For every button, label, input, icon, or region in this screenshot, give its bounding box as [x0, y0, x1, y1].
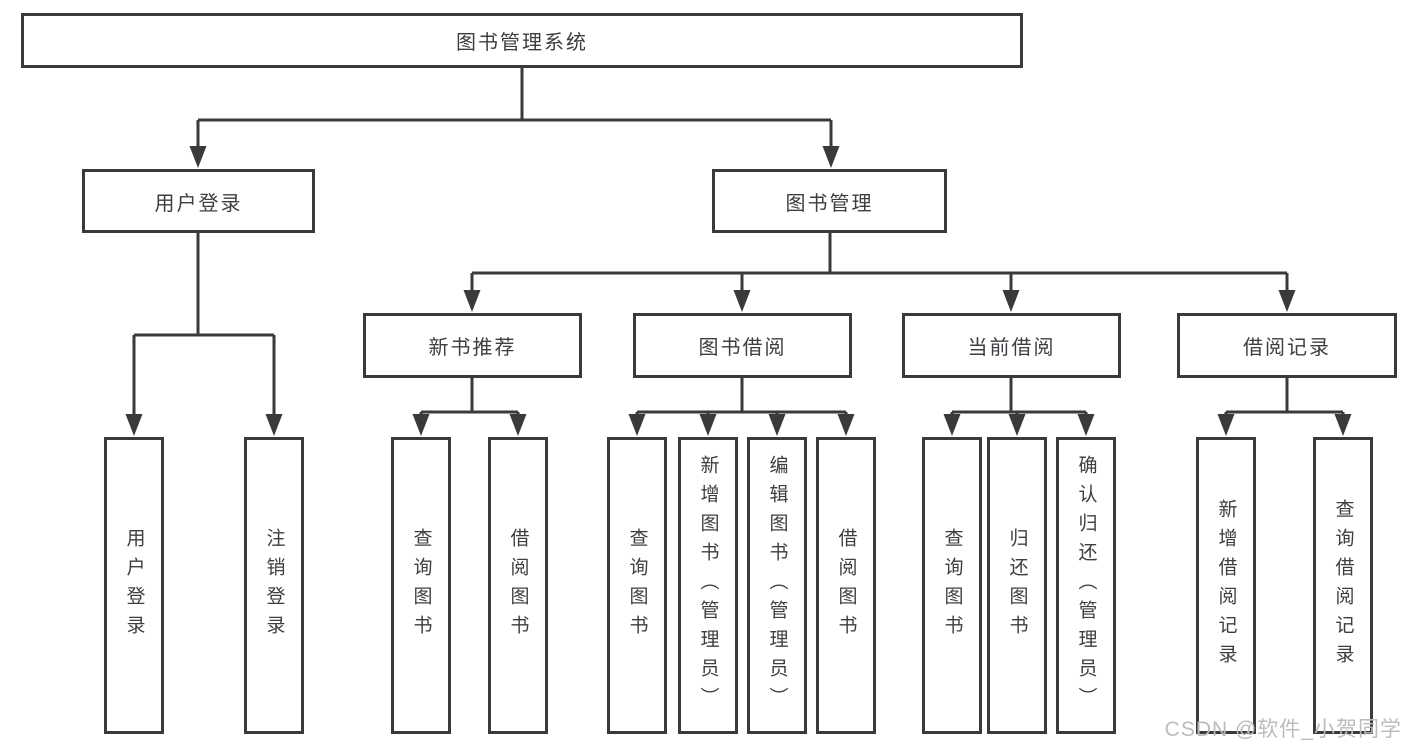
connector-current-borrowing-to-children [943, 378, 1095, 436]
node-book-management: 图书管理 [712, 169, 947, 233]
csdn-watermark: CSDN @软件_小贺同学 [1164, 718, 1402, 741]
node-leaf-logout: 注销登录 [244, 437, 304, 734]
node-borrowing-records-label: 借阅记录 [1243, 337, 1331, 359]
node-leaf-logout-label: 注销登录 [263, 527, 285, 644]
node-leaf-bb-add-books-label: 新增图书（管理员） [697, 455, 719, 716]
node-new-book-recommend-label: 新书推荐 [428, 337, 517, 359]
node-leaf-bb-borrow-books-label: 借阅图书 [835, 527, 857, 644]
connector-book-management-to-level3 [463, 232, 1296, 312]
node-leaf-nbr-borrow-books-label: 借阅图书 [507, 527, 529, 644]
node-new-book-recommend: 新书推荐 [363, 313, 582, 378]
node-leaf-bb-edit-books-label: 编辑图书（管理员） [766, 455, 788, 716]
node-current-borrowing: 当前借阅 [902, 313, 1121, 378]
connector-book-borrowing-to-children [628, 378, 855, 436]
connector-borrowing-records-to-children [1217, 378, 1352, 436]
node-leaf-bb-add-books: 新增图书（管理员） [678, 437, 738, 734]
node-book-borrowing: 图书借阅 [633, 313, 852, 378]
connector-new-book-recommend-to-children [412, 378, 527, 436]
node-leaf-cb-confirm-return-label: 确认归还（管理员） [1075, 455, 1097, 716]
node-leaf-bb-edit-books: 编辑图书（管理员） [747, 437, 807, 734]
node-leaf-cb-query-books: 查询图书 [922, 437, 982, 734]
node-leaf-bb-query-books-label: 查询图书 [626, 527, 648, 644]
connector-user-login-to-children [125, 233, 283, 436]
node-leaf-nbr-query-books: 查询图书 [391, 437, 451, 734]
node-leaf-cb-return-books-label: 归还图书 [1006, 527, 1028, 644]
node-leaf-cb-confirm-return: 确认归还（管理员） [1056, 437, 1116, 734]
node-leaf-br-query-record-label: 查询借阅记录 [1332, 498, 1354, 673]
node-book-management-label: 图书管理 [785, 192, 874, 215]
node-leaf-br-query-record: 查询借阅记录 [1313, 437, 1373, 734]
node-leaf-cb-query-books-label: 查询图书 [941, 527, 963, 644]
node-leaf-br-add-record: 新增借阅记录 [1196, 437, 1256, 734]
node-borrowing-records: 借阅记录 [1177, 313, 1397, 378]
node-user-login-group-label: 用户登录 [154, 192, 243, 215]
node-leaf-nbr-borrow-books: 借阅图书 [488, 437, 548, 734]
node-leaf-bb-borrow-books: 借阅图书 [816, 437, 876, 734]
node-root-label: 图书管理系统 [456, 32, 588, 54]
node-leaf-nbr-query-books-label: 查询图书 [410, 527, 432, 644]
node-leaf-br-add-record-label: 新增借阅记录 [1215, 498, 1237, 673]
node-leaf-user-login: 用户登录 [104, 437, 164, 734]
node-leaf-cb-return-books: 归还图书 [987, 437, 1047, 734]
node-leaf-bb-query-books: 查询图书 [607, 437, 667, 734]
node-user-login-group: 用户登录 [82, 169, 315, 233]
node-current-borrowing-label: 当前借阅 [967, 337, 1056, 359]
node-leaf-user-login-label: 用户登录 [123, 527, 145, 644]
connector-root-to-level2 [189, 68, 840, 168]
node-root: 图书管理系统 [21, 13, 1023, 68]
node-book-borrowing-label: 图书借阅 [698, 337, 787, 359]
